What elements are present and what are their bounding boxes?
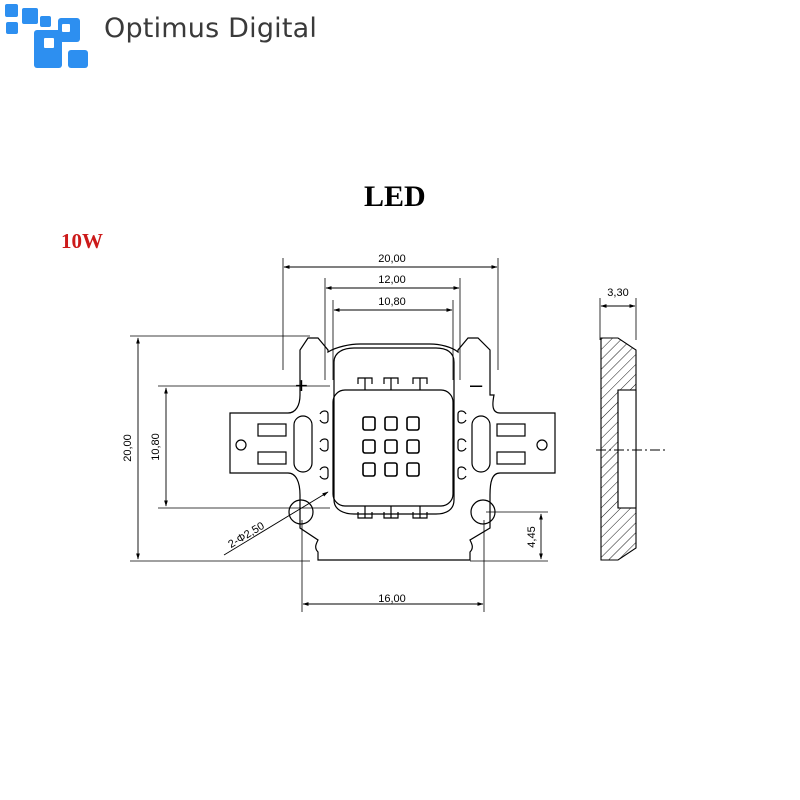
dim-top-outer: 20,00 (378, 253, 406, 265)
dim-hole: 2-Φ2,50 (226, 520, 266, 551)
dim-left-outer: 20,00 (122, 434, 134, 462)
led-body-outline (229, 337, 556, 561)
diagram-title: LED (364, 180, 426, 213)
side-section-view (596, 337, 668, 561)
dim-bottom: 16,00 (378, 593, 406, 605)
dim-top-middle: 12,00 (378, 274, 406, 286)
negative-pin-mark: – (470, 372, 483, 397)
optimus-logo-icon (5, 4, 88, 68)
led-die-grid (362, 416, 420, 477)
positive-pin-mark: + (295, 373, 308, 398)
brand-header: Optimus Digital (0, 0, 340, 72)
dim-right-offset: 4,45 (526, 526, 538, 547)
brand-name: Optimus Digital (104, 13, 318, 44)
emitter-frame (333, 347, 455, 515)
chip-outline (332, 389, 454, 507)
dim-left-inner: 10,80 (150, 433, 162, 461)
dim-thickness: 3,30 (607, 287, 628, 299)
power-rating: 10W (61, 229, 103, 253)
dim-top-inner: 10,80 (378, 296, 406, 308)
